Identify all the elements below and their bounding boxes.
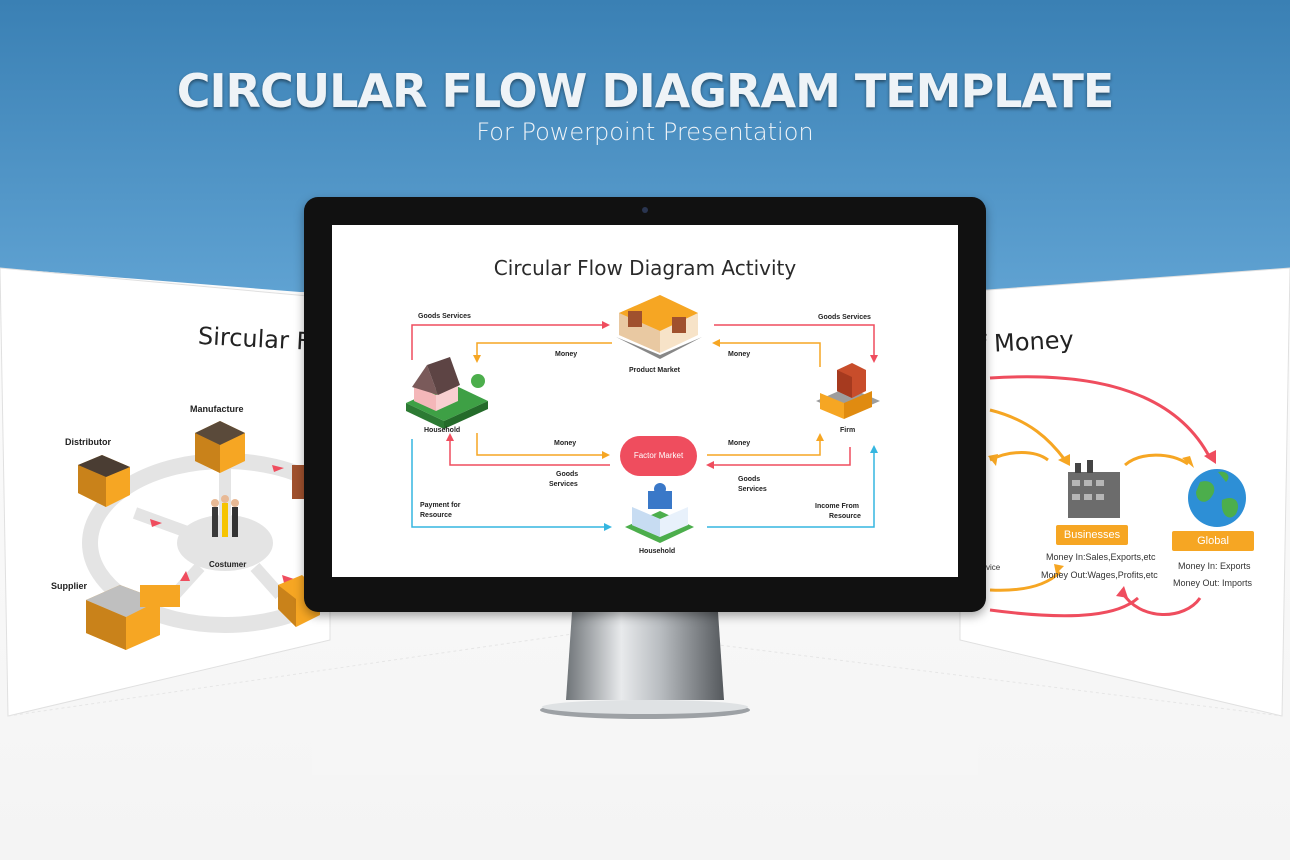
label-firm: Firm bbox=[840, 427, 856, 434]
label-payment-2: Resource bbox=[420, 512, 452, 519]
global-badge: Global bbox=[1172, 531, 1254, 551]
label-goods-services-left: Goods Services bbox=[418, 313, 471, 320]
customers-people-icon bbox=[211, 495, 239, 537]
businesses-badge: Businesses bbox=[1056, 525, 1128, 545]
label-money-top-right: Money bbox=[728, 351, 751, 358]
manufacture-building-icon bbox=[195, 421, 245, 473]
label-household-left: Household bbox=[424, 427, 461, 434]
businesses-money-in: Money In:Sales,Exports,etc bbox=[1046, 552, 1156, 562]
webcam-icon bbox=[642, 207, 648, 213]
firm-building-icon bbox=[816, 363, 880, 419]
businesses-money-out: Money Out:Wages,Profits,etc bbox=[1041, 570, 1158, 580]
label-distributor: Distributor bbox=[65, 437, 111, 447]
global-money-out: Money Out: Imports bbox=[1173, 578, 1253, 588]
label-payment-1: Payment for bbox=[420, 502, 461, 509]
page-title: CIRCULAR FLOW DIAGRAM TEMPLATE bbox=[176, 64, 1115, 118]
label-goods-right-2: Services bbox=[738, 486, 767, 493]
businesses-factory-icon bbox=[1068, 460, 1120, 518]
label-money-mid-left: Money bbox=[554, 440, 577, 447]
label-goods-right-1: Goods bbox=[738, 476, 761, 483]
label-costumer: Costumer bbox=[209, 560, 247, 569]
label-income-2: Resource bbox=[829, 513, 861, 520]
globe-icon bbox=[1188, 469, 1246, 527]
page-subtitle: For Powerpoint Presentation bbox=[476, 118, 814, 146]
label-income-1: Income From bbox=[815, 503, 859, 510]
label-goods-services-right: Goods Services bbox=[818, 314, 871, 321]
household-house-icon bbox=[406, 357, 488, 429]
distributor-building-icon bbox=[78, 455, 130, 507]
label-household-bottom: Household bbox=[639, 548, 676, 555]
label-money-top-left: Money bbox=[555, 351, 578, 358]
money-flow-diagram bbox=[988, 375, 1246, 618]
label-money-mid-right: Money bbox=[728, 440, 751, 447]
label-goods-left-1: Goods bbox=[556, 471, 579, 478]
product-market-building-icon bbox=[616, 295, 702, 359]
bottom-household-building-icon bbox=[625, 483, 694, 543]
supply-chain-diagram bbox=[78, 421, 330, 650]
label-supplier: Supplier bbox=[51, 581, 88, 591]
global-money-in: Money In: Exports bbox=[1178, 561, 1251, 571]
circular-flow-arrows bbox=[406, 295, 880, 543]
screen-title: Circular Flow Diagram Activity bbox=[493, 256, 797, 280]
label-manufacture: Manufacture bbox=[190, 404, 244, 414]
partial-label: vice bbox=[986, 563, 1001, 572]
supplier-warehouse-icon bbox=[86, 585, 180, 650]
label-product-market: Product Market bbox=[629, 367, 680, 374]
factor-market-node: Factor Market bbox=[620, 436, 697, 476]
label-goods-left-2: Services bbox=[549, 481, 578, 488]
right-slide-title: f Money bbox=[977, 325, 1075, 359]
